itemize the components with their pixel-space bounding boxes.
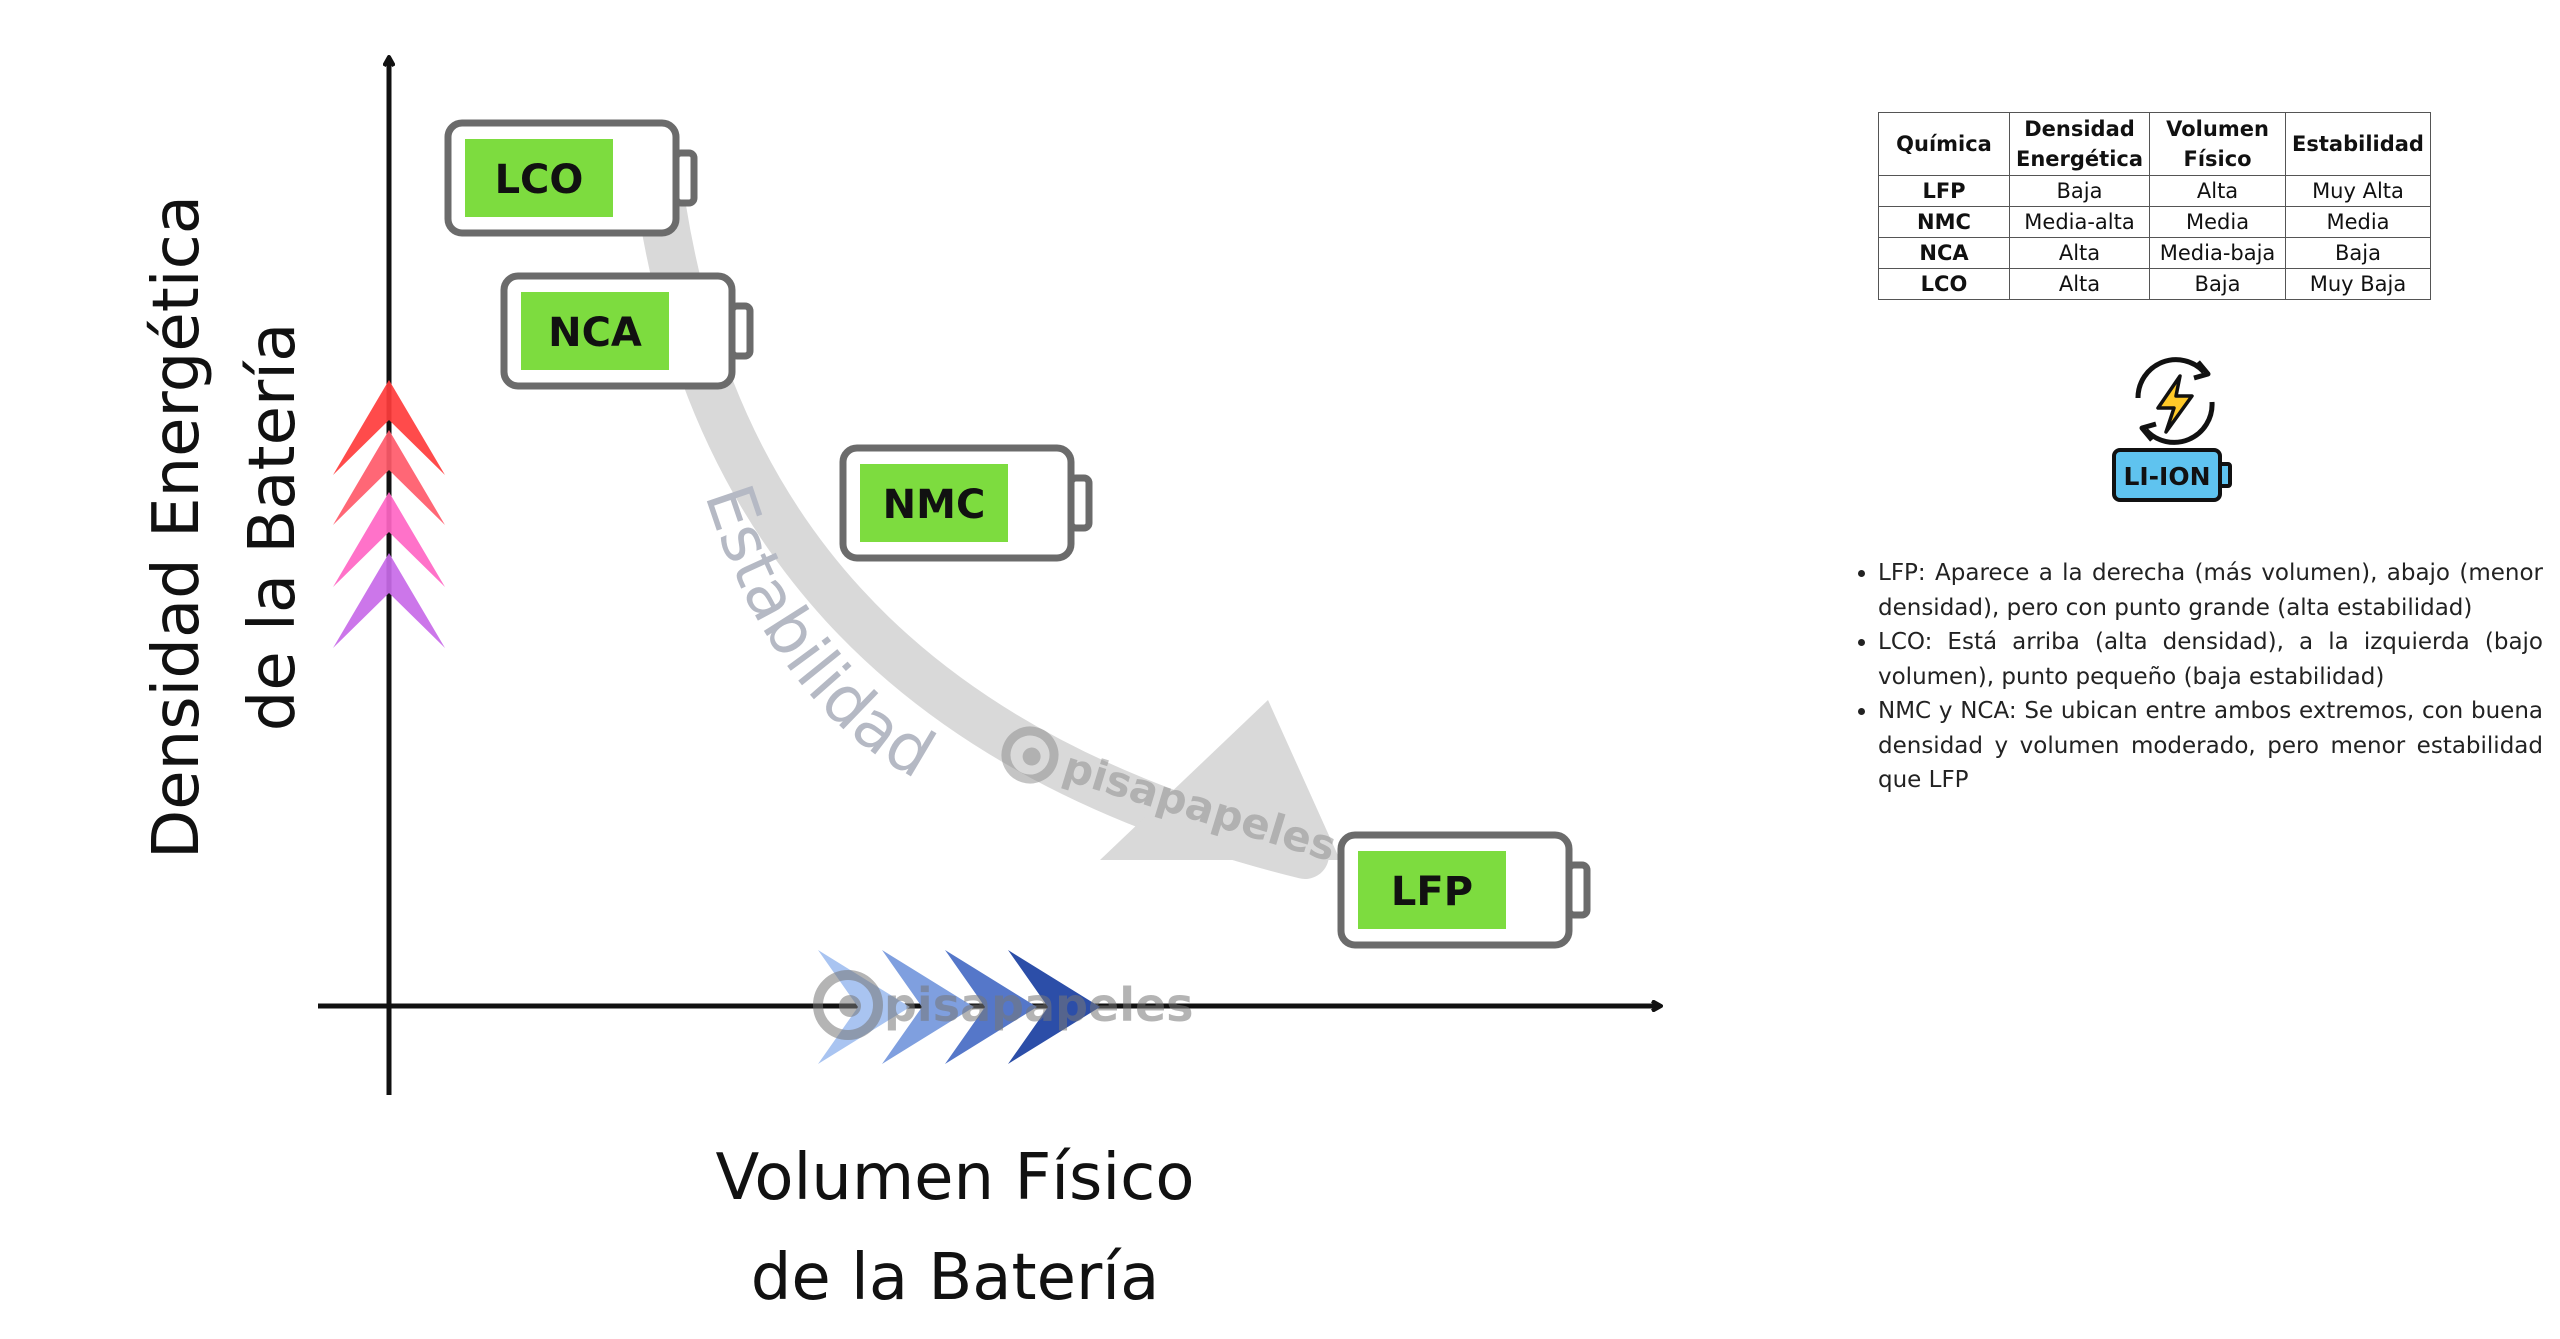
- table-cell: Muy Baja: [2285, 268, 2431, 300]
- x-axis-label-line-2: de la Batería: [750, 1241, 1160, 1315]
- li-ion-battery-charging-icon: LI-ION: [2112, 357, 2232, 502]
- right-chevron: [1008, 950, 1100, 1064]
- battery-charge-fill: [521, 292, 669, 370]
- table-cell: Alta: [2008, 237, 2151, 269]
- table-cell: Muy Alta: [2285, 175, 2431, 207]
- battery-terminal: [1565, 861, 1591, 919]
- table-row: LFP Baja Alta Muy Alta: [1878, 175, 2431, 207]
- y-axis-label-line-1: Densidad Energética: [140, 195, 214, 859]
- table-cell: Alta: [2149, 175, 2287, 207]
- y-axis-label-line-2: de la Batería: [236, 322, 310, 732]
- table-cell: Alta: [2008, 268, 2151, 300]
- battery-terminal: [672, 149, 698, 207]
- battery-nmc: NMC: [839, 444, 1093, 562]
- y-axis-label: Densidad Energética de la Batería: [129, 157, 321, 897]
- right-chevron: [945, 950, 1037, 1064]
- watermark-logo: pisapapeles: [813, 970, 1194, 1040]
- battery-terminal: [728, 302, 754, 360]
- table-row: LCO Alta Baja Muy Baja: [1878, 268, 2431, 300]
- notes-list: LFP: Aparece a la derecha (más volumen),…: [1850, 556, 2543, 798]
- battery-label: NMC: [883, 482, 986, 528]
- table-cell: Media-baja: [2149, 237, 2287, 269]
- table-cell: Media: [2285, 206, 2431, 238]
- battery-terminal: [1067, 474, 1093, 532]
- table-cell: Baja: [2149, 268, 2287, 300]
- up-chevron: [333, 430, 445, 525]
- note-item: LCO: Está arriba (alta densidad), a la i…: [1878, 625, 2543, 694]
- battery-label: LCO: [495, 157, 584, 203]
- svg-text:LI-ION: LI-ION: [2123, 462, 2210, 491]
- batteries: LCO NCA NMC LFP: [444, 119, 1591, 949]
- table-row: NCA Alta Media-baja Baja: [1878, 237, 2431, 269]
- table-cell: LCO: [1878, 268, 2010, 300]
- battery-lco: LCO: [444, 119, 698, 237]
- battery-lfp: LFP: [1337, 831, 1591, 949]
- table-cell: Baja: [2285, 237, 2431, 269]
- battery-label: NCA: [548, 310, 642, 356]
- note-item: LFP: Aparece a la derecha (más volumen),…: [1878, 556, 2543, 625]
- table-header-quimica: Química: [1878, 112, 2010, 176]
- table-cell: Media: [2149, 206, 2287, 238]
- table-cell: Baja: [2008, 175, 2151, 207]
- battery-nca: NCA: [500, 272, 754, 390]
- x-axis-label: Volumen Físico de la Batería: [610, 1128, 1300, 1328]
- up-chevron: [333, 380, 445, 475]
- up-chevrons: [333, 380, 445, 648]
- table-cell: NMC: [1878, 206, 2010, 238]
- battery-charge-fill: [860, 464, 1008, 542]
- battery-label: LFP: [1391, 869, 1473, 915]
- up-chevron: [333, 553, 445, 648]
- table-cell: Media-alta: [2008, 206, 2151, 238]
- table-header-estabilidad: Estabilidad: [2285, 112, 2431, 176]
- up-chevron: [333, 492, 445, 587]
- note-item: NMC y NCA: Se ubican entre ambos extremo…: [1878, 694, 2543, 798]
- table-cell: NCA: [1878, 237, 2010, 269]
- table-row: NMC Media-alta Media Media: [1878, 206, 2431, 238]
- battery-charge-fill: [1358, 851, 1506, 929]
- x-axis-label-line-1: Volumen Físico: [715, 1141, 1195, 1215]
- table-cell: LFP: [1878, 175, 2010, 207]
- right-chevron: [882, 950, 974, 1064]
- battery-charge-fill: [465, 139, 613, 217]
- svg-text:pisapapeles: pisapapeles: [884, 978, 1194, 1032]
